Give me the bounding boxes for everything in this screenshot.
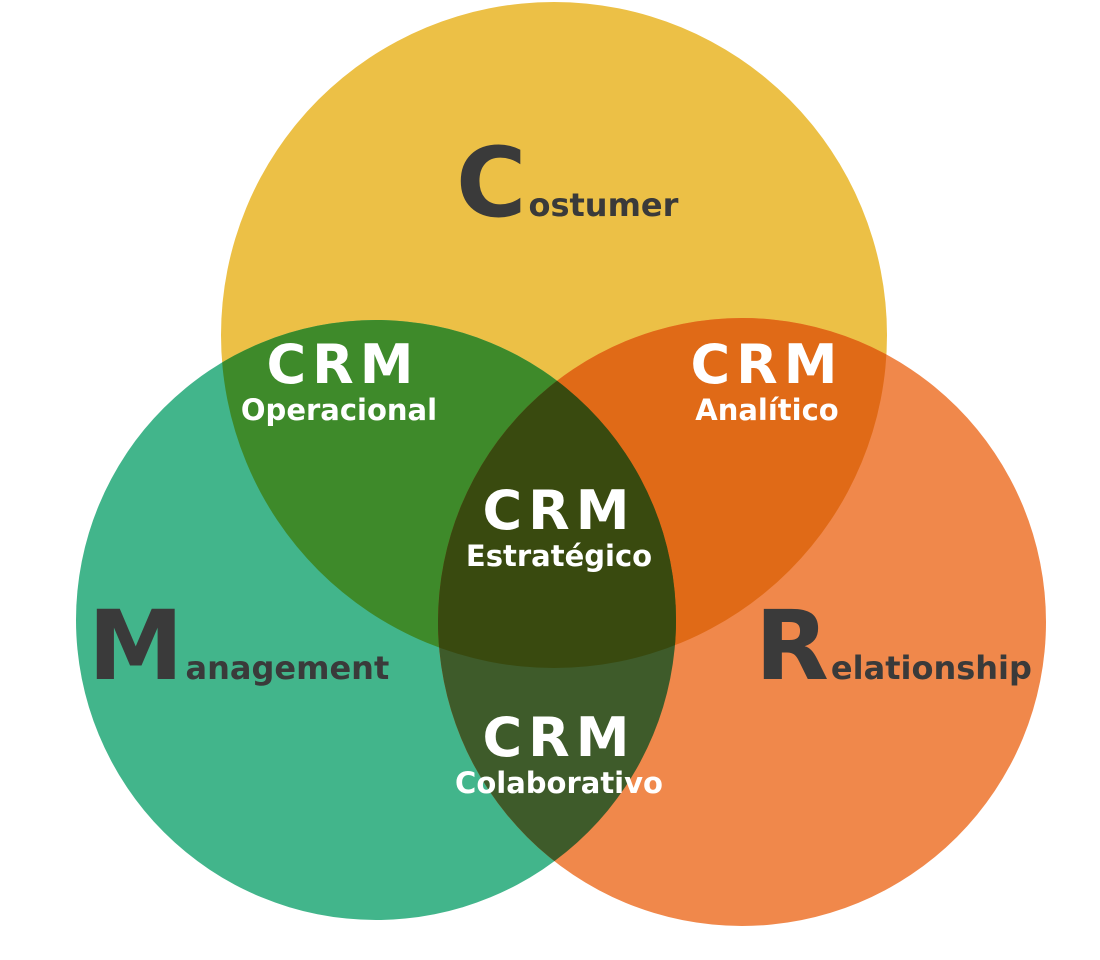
operacional-title: CRM (267, 333, 420, 396)
colaborativo-title: CRM (483, 706, 636, 769)
operacional-subtitle: Operacional (241, 393, 437, 427)
costumer-caption: Costumer (456, 127, 679, 239)
estrategico-subtitle: Estratégico (466, 539, 652, 573)
estrategico-title: CRM (483, 479, 636, 542)
estrategico-overlap (438, 320, 676, 668)
management-rest: anagement (186, 649, 390, 687)
analitico-subtitle: Analítico (695, 393, 838, 427)
relationship-rest: elationship (831, 649, 1032, 687)
management-caption: Management (88, 590, 389, 702)
costumer-rest: ostumer (528, 186, 678, 224)
analitico-title: CRM (691, 333, 844, 396)
relationship-caption: Relationship (755, 590, 1032, 702)
colaborativo-subtitle: Colaborativo (455, 766, 663, 800)
costumer-initial: C (456, 127, 526, 239)
relationship-initial: R (755, 590, 829, 702)
management-initial: M (88, 590, 184, 702)
